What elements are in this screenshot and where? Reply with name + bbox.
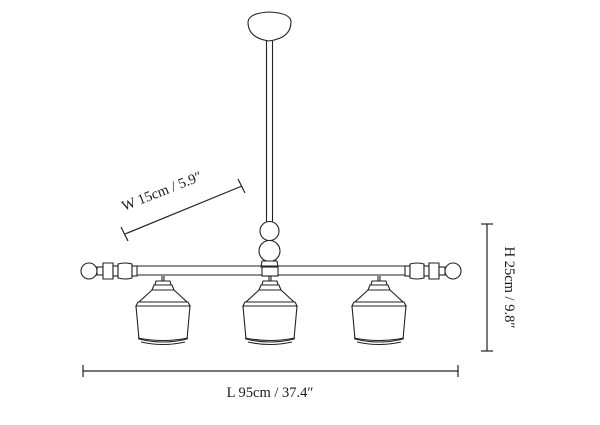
shade-center — [242, 276, 298, 346]
height-label: H 25cm / 9.8″ — [501, 247, 517, 329]
width-dimension-line — [124, 185, 243, 235]
length-label: L 95cm / 37.4″ — [227, 385, 314, 401]
length-dimension: L 95cm / 37.4″ — [82, 365, 459, 401]
width-dimension: W 15cm / 5.9″ — [120, 169, 246, 242]
height-dimension: H 25cm / 9.8″ — [481, 223, 517, 352]
rod-beads — [258, 220, 281, 268]
shade-left — [135, 276, 191, 346]
width-label: W 15cm / 5.9″ — [120, 169, 205, 215]
right-finial — [404, 262, 462, 280]
horizontal-bar — [137, 265, 405, 277]
shade-right — [351, 276, 407, 346]
suspension-rod — [265, 41, 274, 222]
ceiling-canopy — [247, 11, 292, 42]
left-finial — [80, 262, 138, 280]
